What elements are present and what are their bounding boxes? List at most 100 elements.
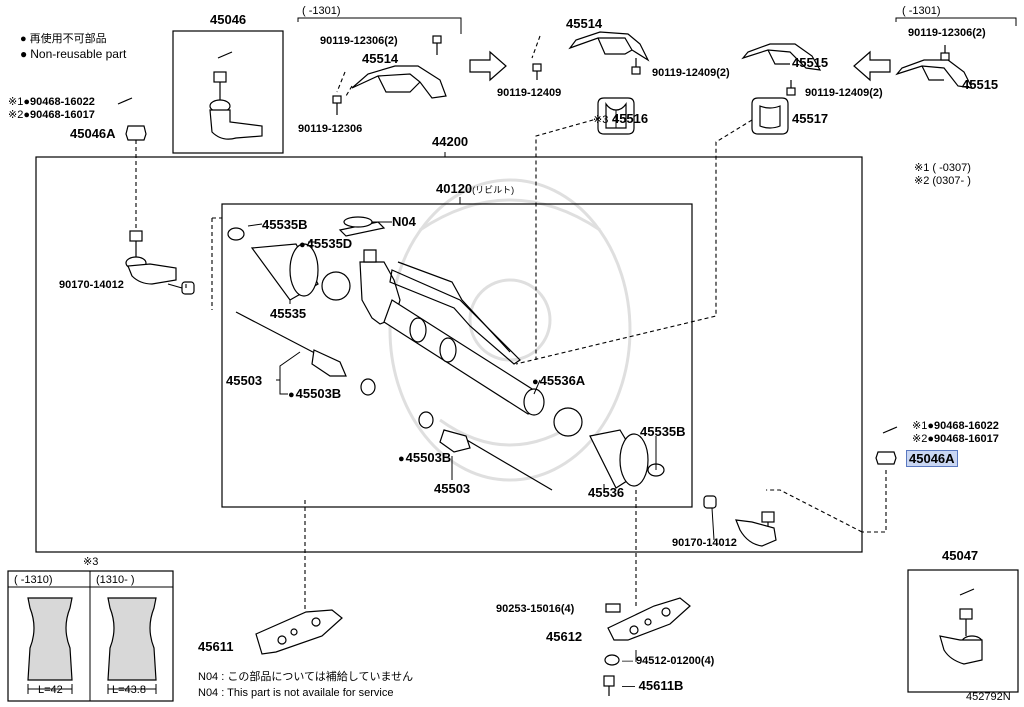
label-45611b: — 45611B xyxy=(622,678,684,693)
label-90468-16022-left: ※1●90468-16022 xyxy=(8,96,95,108)
inset-dim2: L=43.8 xyxy=(112,684,146,696)
range-left: ( -1301) xyxy=(302,5,341,17)
inset-col2: (1310- ) xyxy=(96,574,135,586)
label-45046a-left: 45046A xyxy=(70,126,116,141)
diagram-id: 452792N xyxy=(966,691,1011,703)
label-90119-12306-2b: 90119-12306(2) xyxy=(908,27,986,39)
label-90170-left: 90170-14012 xyxy=(59,279,124,291)
label-45047: 45047 xyxy=(942,548,979,563)
bracket-45515-b xyxy=(895,59,974,89)
label-90253: 90253-15016(4) xyxy=(496,603,575,615)
tie-rod-end-left xyxy=(125,230,195,295)
bolts xyxy=(332,35,950,115)
footer-n04-jp: N04 : この部品については補給していません xyxy=(198,671,413,684)
mark-1-left: ※1 xyxy=(8,96,24,108)
label-90468-16017-right: ※2●90468-16017 xyxy=(912,433,999,445)
label-45516: ※3 45516 xyxy=(593,111,648,127)
legend-jp: ●再使用不可部品 xyxy=(20,33,107,45)
label-45612: 45612 xyxy=(546,629,583,644)
label-90468-16022-right: ※1●90468-16022 xyxy=(912,420,999,432)
label-40120-suffix: (リビルト) xyxy=(472,185,515,195)
box-45046 xyxy=(172,30,284,154)
bracket-45514-a xyxy=(351,65,447,99)
label-90170-right: 90170-14012 xyxy=(672,537,737,549)
boot-45535 xyxy=(227,227,351,301)
arrow-left xyxy=(853,50,891,82)
bracket-45611 xyxy=(255,609,343,655)
footer-n04-en-code: N04 xyxy=(198,687,219,699)
bracket-45612 xyxy=(607,597,691,641)
label-40120: 40120(リビルト) xyxy=(436,181,514,196)
boot-45536 xyxy=(553,407,665,489)
label-90119-12409-2a: 90119-12409(2) xyxy=(652,67,730,79)
label-45503-left: 45503 xyxy=(226,373,263,388)
note-1: ※1 ( -0307) xyxy=(914,162,971,174)
legend-jp-text: 再使用不可部品 xyxy=(29,33,107,45)
label-45535b-top: 45535B xyxy=(262,217,308,232)
bracket-45514-b xyxy=(568,31,650,62)
label-45611b-text: 45611B xyxy=(638,678,684,693)
label-45516-text: 45516 xyxy=(611,111,649,126)
bush-profile-2 xyxy=(107,597,157,694)
label-90468-16017-left-text: 90468-16017 xyxy=(30,109,95,121)
label-45515-b: 45515 xyxy=(962,77,999,92)
label-45046a-right[interactable]: 45046A xyxy=(906,450,958,467)
tie-rod-45503-left xyxy=(235,311,376,396)
label-45536a: 45536A xyxy=(532,373,586,390)
box-45047 xyxy=(907,569,1019,693)
label-45515-a: 45515 xyxy=(792,55,829,70)
frame-40120 xyxy=(221,203,693,508)
label-45503b-left: 45503B xyxy=(288,386,342,403)
bushing-45516 xyxy=(597,97,635,135)
tie-rod-end-right xyxy=(703,495,777,547)
dashed-leaders xyxy=(135,117,887,610)
inset-col1: ( -1310) xyxy=(14,574,53,586)
label-94512: — 94512-01200(4) xyxy=(622,655,715,667)
mark-2-left: ※2 xyxy=(8,109,24,121)
label-44200: 44200 xyxy=(432,134,469,149)
arrow-right xyxy=(469,50,507,82)
label-94512-text: 94512-01200(4) xyxy=(636,655,715,667)
tie-rod-end-45046 xyxy=(209,51,263,140)
mark-1-right: ※1 xyxy=(912,420,928,432)
mark-2-right: ※2 xyxy=(912,433,928,445)
nut-45046a-left xyxy=(125,125,147,141)
label-45503b-right: 45503B xyxy=(398,450,452,467)
label-90119-12306-2a: 90119-12306(2) xyxy=(320,35,398,47)
label-40120-text: 40120 xyxy=(436,181,473,196)
label-90468-16017-left: ※2●90468-16017 xyxy=(8,109,95,121)
label-45503-right: 45503 xyxy=(434,481,471,496)
label-45046: 45046 xyxy=(210,12,247,27)
gear-housing xyxy=(338,221,545,416)
bushing-45517 xyxy=(751,97,789,135)
inset-title: ※3 xyxy=(83,556,99,568)
note-2: ※2 (0307- ) xyxy=(914,175,971,187)
footer-n04-jp-code: N04 xyxy=(198,671,219,683)
label-90468-16022-right-text: 90468-16022 xyxy=(934,420,999,432)
label-90468-16017-right-text: 90468-16017 xyxy=(934,433,999,445)
mark-3: ※3 xyxy=(593,114,609,126)
label-45535d: 45535D xyxy=(299,236,353,253)
range-right: ( -1301) xyxy=(902,5,941,17)
range-bracket-right xyxy=(895,17,1017,26)
tie-rod-45503-right xyxy=(418,411,553,491)
label-90119-12409-2b: 90119-12409(2) xyxy=(805,87,883,99)
label-90119-12409: 90119-12409 xyxy=(497,87,562,99)
nut-45046a-right xyxy=(875,451,897,465)
frame-44200 xyxy=(35,156,863,553)
footer-n04-jp-text: : この部品については補給していません xyxy=(221,671,414,683)
label-45535b-right: 45535B xyxy=(640,424,686,439)
tie-rod-end-45047 xyxy=(939,588,983,665)
bracket-45515-a xyxy=(741,43,822,71)
legend-en-text: Non-reusable part xyxy=(30,47,127,61)
label-90468-16022-left-text: 90468-16022 xyxy=(30,96,95,108)
footer-n04-en-text: : This part is not availale for service xyxy=(221,687,394,699)
label-45535: 45535 xyxy=(270,306,307,321)
label-n04: N04 xyxy=(392,214,416,229)
inset-dim1: L=42 xyxy=(38,684,63,696)
range-bracket-left xyxy=(297,17,462,34)
label-45517: 45517 xyxy=(792,111,829,126)
legend-en: ●Non-reusable part xyxy=(20,47,127,61)
